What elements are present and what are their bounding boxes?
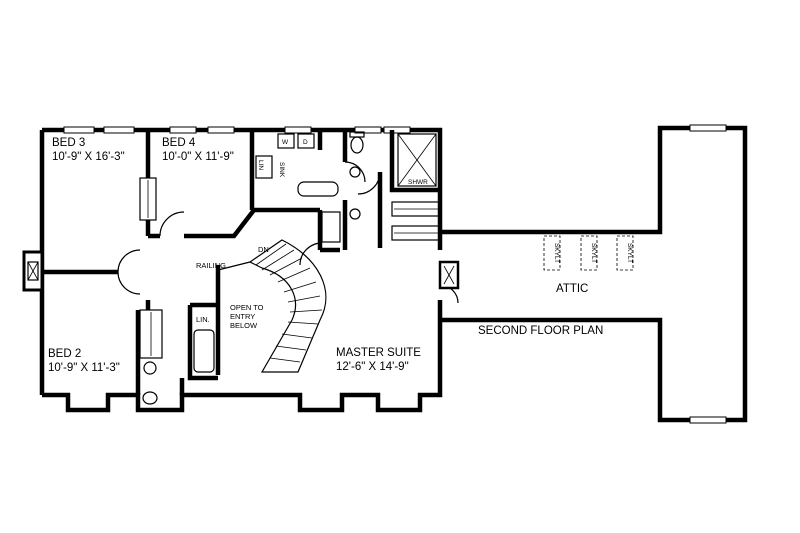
attic-label: ATTIC — [556, 283, 588, 295]
skylight-2 — [580, 235, 598, 271]
open-to-entry-line2: ENTRY — [230, 312, 255, 321]
linen-label: LIN. — [196, 315, 210, 324]
skylight-label-3: SKYLT — [626, 243, 633, 263]
sink-label: SINK — [278, 162, 285, 178]
railing-label: RAILING — [196, 261, 226, 270]
doors — [117, 161, 459, 304]
windows-top — [63, 126, 411, 134]
attic-outline — [438, 124, 748, 424]
bed3-name: BED 3 — [52, 137, 85, 149]
bed2-name: BED 2 — [48, 348, 81, 360]
bed4-size: 10'-0" X 11'-9" — [162, 151, 234, 163]
chimney — [22, 250, 44, 292]
linen-small-label: LIN — [257, 160, 264, 170]
open-to-entry-line3: BELOW — [230, 321, 258, 330]
shower-label: SHWR — [408, 179, 428, 186]
staircase — [217, 239, 327, 373]
interior-walls — [42, 130, 440, 395]
bed2-size: 10'-9" X 11'-3" — [48, 362, 120, 374]
skylights: SKYLT SKYLT SKYLT — [543, 235, 634, 271]
master-suite-name: MASTER SUITE — [336, 347, 421, 359]
washer-label: W — [282, 139, 289, 146]
open-to-entry-line1: OPEN TO — [230, 303, 264, 312]
skylight-label-2: SKYLT — [590, 243, 597, 263]
skylight-3 — [616, 235, 634, 271]
skylight-label-1: SKYLT — [553, 243, 560, 263]
closets — [139, 201, 441, 359]
bath-fixtures — [142, 131, 437, 405]
dryer-label: D — [303, 139, 308, 146]
bed3-size: 10'-9" X 16'-3" — [52, 151, 125, 163]
master-suite-size: 12'-6" X 14'-9" — [336, 361, 409, 373]
skylight-1 — [543, 235, 561, 271]
stairs-down-label: DN — [258, 245, 269, 254]
bed4-name: BED 4 — [162, 137, 196, 149]
plan-title: SECOND FLOOR PLAN — [478, 325, 603, 337]
